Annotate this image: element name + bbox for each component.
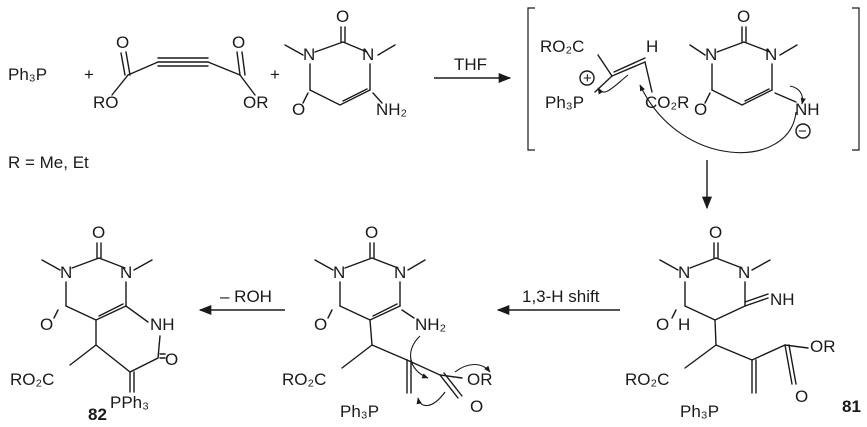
svg-text:RO₂C: RO₂C bbox=[625, 370, 669, 389]
svg-text:N: N bbox=[362, 45, 374, 64]
svg-text:NH: NH bbox=[770, 290, 795, 309]
svg-text:O: O bbox=[656, 315, 669, 334]
svg-text:NH₂: NH₂ bbox=[376, 100, 407, 119]
label-81: 81 bbox=[842, 397, 861, 416]
bracket-right bbox=[852, 7, 860, 151]
svg-text:−: − bbox=[798, 123, 807, 140]
svg-text:PPh₃: PPh₃ bbox=[110, 393, 149, 412]
svg-text:Ph₃P: Ph₃P bbox=[545, 93, 584, 112]
svg-text:NH: NH bbox=[150, 315, 175, 334]
svg-text:O: O bbox=[694, 100, 707, 119]
enamine-intermediate: O N N O NH₂ RO₂C OR Ph₃P O bbox=[282, 223, 493, 421]
electron-arrow-3 bbox=[789, 85, 806, 105]
svg-text:RO₂C: RO₂C bbox=[10, 370, 54, 389]
svg-text:N: N bbox=[120, 263, 132, 282]
shift-label: 1,3-H shift bbox=[522, 287, 600, 306]
svg-text:O: O bbox=[165, 350, 178, 369]
aminouracil-reagent: O N N O NH₂ bbox=[284, 7, 407, 119]
compound-81: O N N O H NH RO₂C OR Ph₃P O 81 bbox=[625, 223, 861, 421]
elimination-label: – ROH bbox=[220, 287, 272, 306]
svg-text:N: N bbox=[705, 45, 717, 64]
svg-text:N: N bbox=[303, 45, 315, 64]
svg-text:O: O bbox=[709, 223, 722, 242]
svg-text:N: N bbox=[394, 263, 406, 282]
svg-text:N: N bbox=[738, 263, 750, 282]
electron-arrow-6 bbox=[454, 363, 491, 373]
electron-arrow-1 bbox=[639, 84, 797, 154]
svg-text:N: N bbox=[333, 263, 345, 282]
svg-text:O: O bbox=[40, 315, 53, 334]
bracket-left bbox=[527, 7, 535, 151]
svg-text:NH: NH bbox=[795, 100, 820, 119]
svg-text:H: H bbox=[678, 315, 690, 334]
svg-text:O: O bbox=[470, 397, 483, 416]
svg-text:O: O bbox=[737, 7, 750, 26]
plus-sign-2: + bbox=[270, 65, 280, 84]
svg-text:RO: RO bbox=[93, 93, 119, 112]
svg-text:H: H bbox=[646, 37, 658, 56]
svg-text:Ph₃P: Ph₃P bbox=[340, 402, 379, 421]
svg-text:OR: OR bbox=[810, 337, 836, 356]
electron-arrow-4 bbox=[410, 335, 429, 379]
svg-text:RO₂C: RO₂C bbox=[540, 37, 584, 56]
thf-label: THF bbox=[454, 55, 487, 74]
svg-text:O: O bbox=[795, 387, 808, 406]
svg-text:OR: OR bbox=[467, 370, 493, 389]
dialkyl-acetylenedicarboxylate: O RO O OR bbox=[93, 33, 269, 112]
r-definition: R = Me, Et bbox=[8, 153, 89, 172]
svg-text:O: O bbox=[292, 100, 305, 119]
svg-text:O: O bbox=[116, 33, 129, 52]
svg-text:N: N bbox=[678, 263, 690, 282]
svg-text:O: O bbox=[314, 315, 327, 334]
svg-text:CO₂R: CO₂R bbox=[645, 93, 689, 112]
svg-text:OR: OR bbox=[243, 93, 269, 112]
svg-text:O: O bbox=[232, 33, 245, 52]
svg-text:RO₂C: RO₂C bbox=[282, 370, 326, 389]
svg-text:O: O bbox=[336, 7, 349, 26]
svg-text:Ph₃P: Ph₃P bbox=[680, 402, 719, 421]
electron-arrow-5 bbox=[416, 391, 446, 407]
label-82: 82 bbox=[88, 405, 107, 424]
plus-sign: + bbox=[84, 65, 94, 84]
svg-text:N: N bbox=[60, 263, 72, 282]
compound-82: O N N O NH O RO₂C PPh₃ 82 bbox=[10, 223, 178, 424]
svg-text:NH₂: NH₂ bbox=[415, 315, 446, 334]
electron-arrow-2 bbox=[597, 74, 629, 95]
svg-text:O: O bbox=[365, 223, 378, 242]
svg-text:+: + bbox=[583, 70, 592, 87]
svg-text:O: O bbox=[92, 223, 105, 242]
ph3p-reagent: Ph₃P bbox=[8, 65, 47, 84]
svg-text:N: N bbox=[765, 45, 777, 64]
zwitterion-intermediate: RO₂C H Ph₃P + CO₂R O N N O NH − bbox=[540, 7, 820, 154]
